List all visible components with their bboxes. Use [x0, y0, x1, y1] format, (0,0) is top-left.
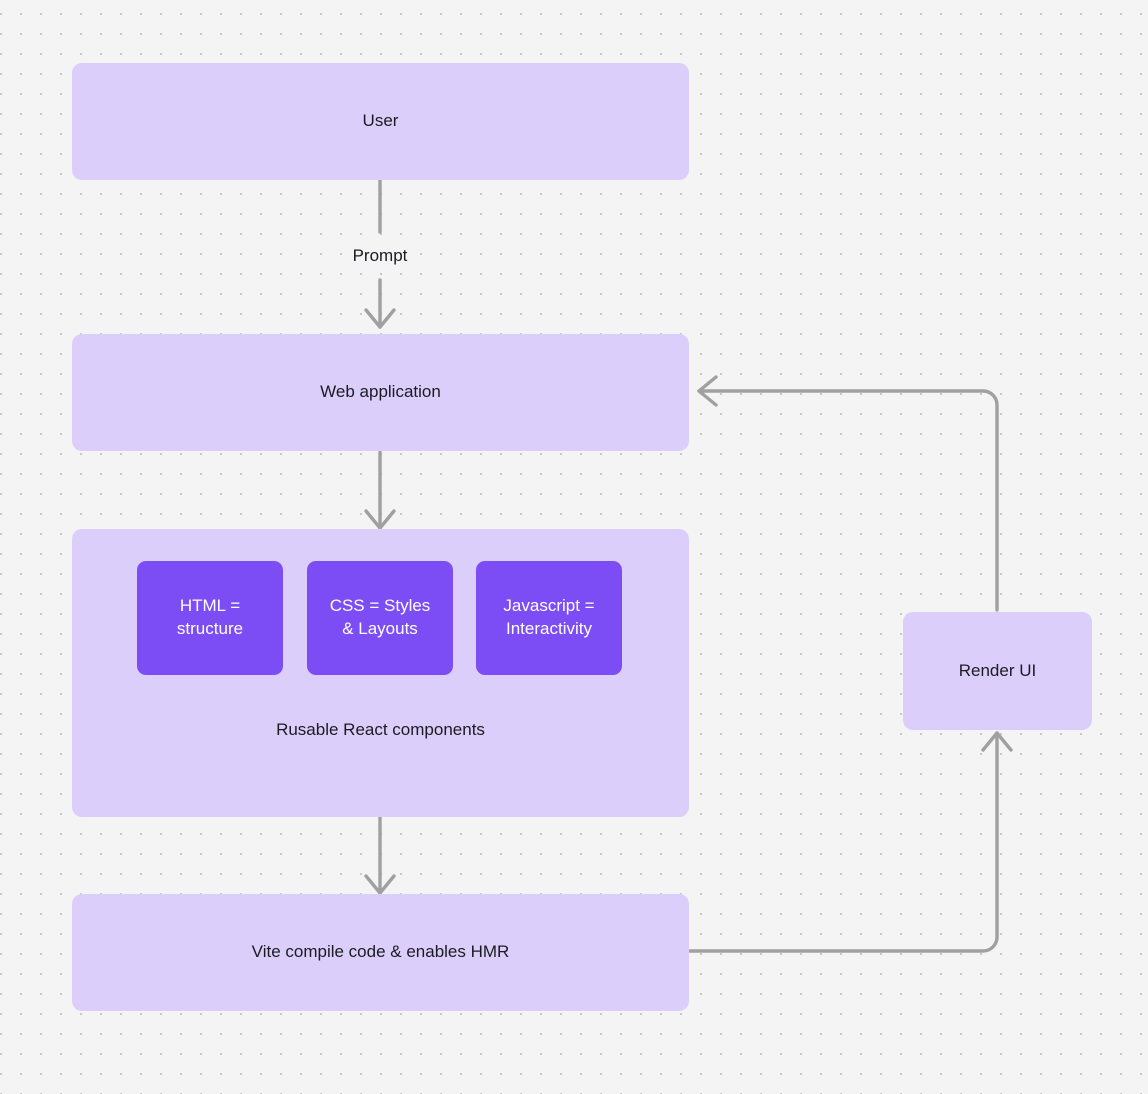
- node-web-application-label: Web application: [320, 382, 441, 402]
- edge-render-to-web: [697, 389, 999, 612]
- arrowhead-components-to-vite: [364, 874, 396, 895]
- arrowhead-vite-to-render: [981, 731, 1013, 752]
- node-user[interactable]: User: [72, 63, 689, 180]
- node-user-label: User: [362, 111, 399, 131]
- node-web-application[interactable]: Web application: [72, 334, 689, 451]
- chip-javascript-label: Javascript =Interactivity: [503, 596, 595, 638]
- node-reusable-components[interactable]: HTML =structure CSS = Styles& Layouts Ja…: [72, 529, 689, 817]
- node-render-ui-label: Render UI: [958, 660, 1037, 680]
- chip-javascript[interactable]: Javascript =Interactivity: [476, 561, 622, 675]
- node-render-ui[interactable]: Render UI: [903, 612, 1092, 730]
- chip-html-label: HTML =structure: [176, 596, 244, 638]
- chip-css-label: CSS = Styles& Layouts: [329, 596, 431, 638]
- caption-reusable-components: Rusable React components: [276, 720, 485, 739]
- node-vite-label: Vite compile code & enables HMR: [251, 942, 510, 962]
- arrowhead-render-to-web: [697, 375, 718, 407]
- chip-css[interactable]: CSS = Styles& Layouts: [307, 561, 453, 675]
- edge-vite-to-render: [688, 731, 999, 953]
- chip-html[interactable]: HTML =structure: [137, 561, 283, 675]
- arrowhead-web-to-components: [364, 509, 396, 530]
- node-vite[interactable]: Vite compile code & enables HMR: [72, 894, 689, 1011]
- edge-label-prompt: Prompt: [352, 246, 408, 265]
- arrowhead-user-to-web: [364, 308, 396, 329]
